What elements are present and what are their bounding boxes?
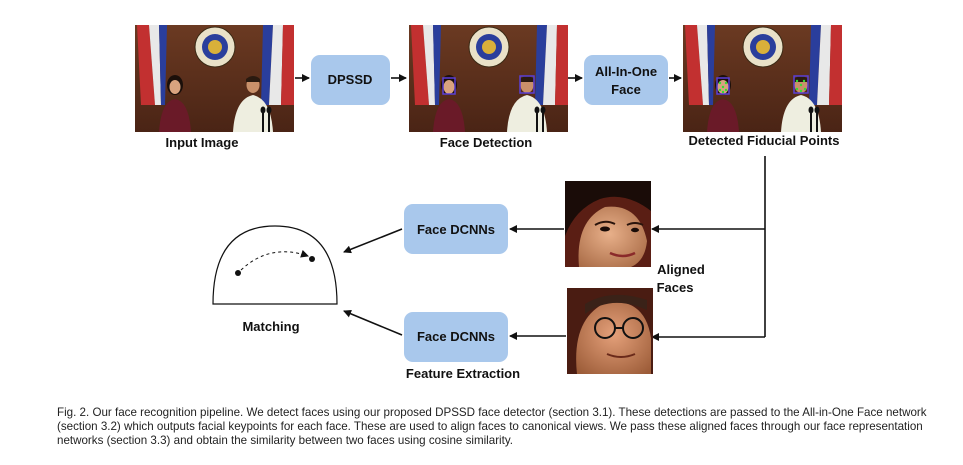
- arrow-dcnn-bottom-to-matching: [343, 309, 403, 336]
- detection-box-right: [519, 75, 535, 94]
- detection-box-left: [442, 77, 456, 95]
- dcnn-bottom-label: Face DCNNs: [417, 329, 495, 344]
- similarity-arc: [240, 249, 309, 271]
- fiducial-label: Detected Fiducial Points: [689, 133, 840, 148]
- fiducial-points-image: [682, 24, 843, 133]
- embedding-point-a: [235, 270, 241, 276]
- dpssd-box: [311, 55, 390, 105]
- face-detection-image: [408, 24, 569, 133]
- keypoints-right: [795, 79, 807, 93]
- arrow-dcnn-top-to-matching: [343, 228, 403, 254]
- feature-extraction-label: Feature Extraction: [406, 366, 520, 381]
- matching-hemisphere: [212, 225, 338, 305]
- aligned-faces-label-line2: Faces: [657, 280, 694, 295]
- aligned-face-top: [565, 181, 651, 267]
- dcnn-top-box: [404, 204, 508, 254]
- embedding-point-b: [309, 256, 315, 262]
- all-in-one-label-line1: All-In-One: [595, 64, 657, 79]
- aligned-faces-label-line1: Aligned: [657, 262, 705, 277]
- all-in-one-label-line2: Face: [611, 82, 641, 97]
- dcnn-top-label: Face DCNNs: [417, 222, 495, 237]
- figure-caption: Fig. 2. Our face recognition pipeline. W…: [57, 406, 927, 447]
- input-image-label: Input Image: [166, 135, 239, 150]
- fiducial-box-left: [716, 77, 730, 95]
- matching-label: Matching: [242, 319, 299, 334]
- fiducial-box-right: [793, 75, 809, 94]
- aligned-face-bottom: [567, 288, 653, 374]
- dpssd-label: DPSSD: [328, 72, 373, 87]
- input-image: [134, 24, 295, 133]
- all-in-one-box: [584, 55, 668, 105]
- dcnn-bottom-box: [404, 312, 508, 362]
- keypoints-left: [718, 81, 728, 94]
- face-detection-label: Face Detection: [440, 135, 533, 150]
